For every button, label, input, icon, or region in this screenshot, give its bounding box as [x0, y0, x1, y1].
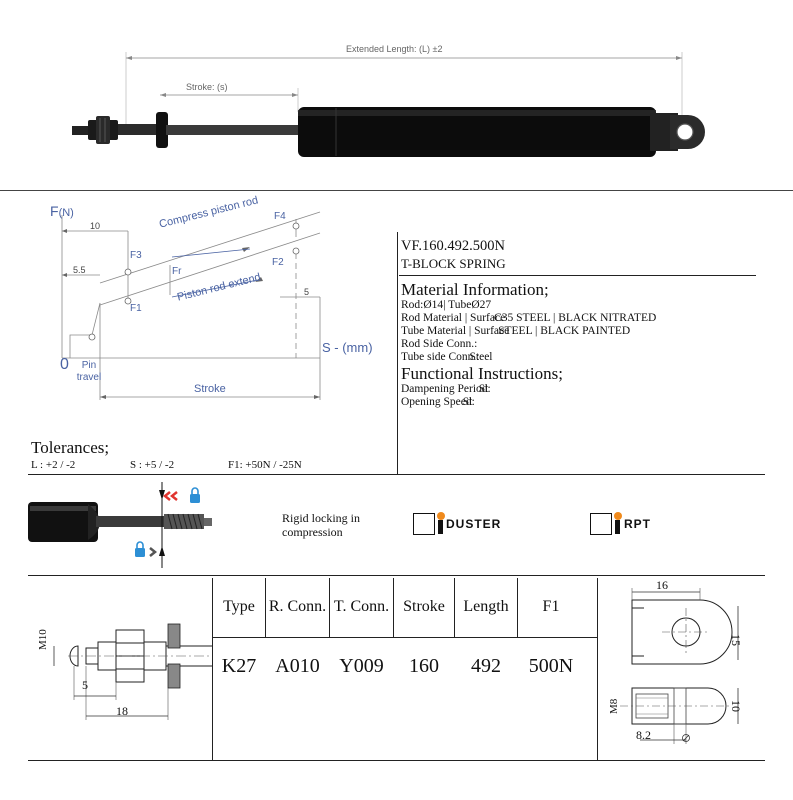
f3-label: F3: [130, 250, 142, 261]
rod-side-conn: Rod Side Conn.:: [401, 338, 478, 350]
table-header-type: Type: [223, 598, 255, 615]
dampening-value: St: [478, 383, 489, 395]
gas-spring-illustration: [72, 52, 705, 157]
rpt-checkbox[interactable]: [590, 513, 612, 535]
rpt-option-label: RPT: [624, 517, 651, 531]
rpt-dot-icon: [614, 512, 622, 520]
table-col-divider: [454, 578, 456, 638]
material-heading: Material Information;: [401, 280, 549, 299]
f1-label: F1: [130, 303, 142, 314]
rod-dim-5: 5: [82, 678, 88, 692]
opening-label: Opening Speed:: [401, 396, 475, 408]
table-cell-f1: 500N: [528, 655, 574, 677]
tube-material-value: STEEL | BLACK PAINTED: [498, 325, 631, 337]
table-cell-r-conn: A010: [275, 655, 320, 677]
table-col-divider: [265, 578, 267, 638]
table-col-divider: [393, 578, 395, 638]
rod-material-label: Rod Material | Surface: [401, 312, 506, 324]
functional-heading: Functional Instructions;: [401, 364, 563, 383]
tube-hole-label: 8.2: [636, 728, 651, 742]
table-cell-stroke: 160: [409, 655, 439, 677]
table-cell-length: 492: [471, 655, 501, 677]
tube-end-svg: [620, 588, 739, 744]
tolerance-stroke: S : +5 / -2: [130, 459, 175, 471]
tube-material-label: Tube Material | Surface: [401, 325, 510, 337]
product-code: VF.160.492.500N: [401, 238, 505, 254]
tube-thickness-label: 10: [729, 700, 743, 712]
f2-label: F2: [272, 257, 284, 268]
locking-illustration: [28, 480, 228, 570]
table-col-divider: [329, 578, 331, 638]
stroke-axis-label: Stroke: [194, 383, 226, 395]
dim-10: 10: [90, 221, 101, 231]
origin-label: 0: [60, 356, 69, 373]
dim-5: 5: [304, 287, 310, 297]
rod-dim-18: 18: [116, 704, 128, 718]
dim-5-5: 5.5: [73, 265, 86, 275]
stroke-dimension-label: Stroke: (s): [186, 82, 228, 92]
section-divider: [28, 474, 765, 476]
rod-material-row: Rod Material | Surface C35 STEEL | BLACK…: [401, 312, 656, 324]
table-header-f1: F1: [542, 598, 560, 615]
dampening-row: Dampening Period:St: [401, 383, 491, 395]
pin-travel-label: Pin travel: [76, 360, 102, 383]
top-spring-drawing: Extended Length: (L) ±2 Stroke: (s): [0, 0, 793, 190]
tube-end-drawing: 16 15 M8 10 8.2: [600, 578, 765, 758]
tube-side-conn-label: Tube side Conn.:: [401, 351, 480, 363]
fr-label: Fr: [172, 266, 182, 277]
tolerance-length: L : +2 / -2: [31, 459, 76, 471]
duster-dot-icon: [437, 512, 445, 520]
table-col-divider: [517, 578, 519, 638]
tube-width-label: 16: [656, 578, 668, 592]
rod-material-value: C35 STEEL | BLACK NITRATED: [494, 312, 657, 324]
product-type: T-BLOCK SPRING: [401, 256, 506, 271]
duster-option-label: DUSTER: [446, 517, 502, 531]
table-cell-type: K27: [221, 655, 257, 677]
duster-checkbox[interactable]: [413, 513, 435, 535]
rod-thread-label: M10: [37, 629, 49, 650]
opening-value: St: [462, 396, 473, 408]
table-header-r-conn: R. Conn.: [268, 598, 327, 615]
table-border: [597, 578, 599, 760]
table-header-t-conn: T. Conn.: [333, 598, 390, 615]
tube-side-conn-value: Steel: [469, 351, 493, 363]
y-axis-label: F: [50, 203, 59, 219]
force-diagram: F(N) S - (mm) 0 Pin travel Stroke 10 5.5…: [0, 194, 396, 410]
rod-line: Rod:Ø14| TubeØ27: [401, 299, 492, 311]
rod-end-svg: [53, 623, 213, 720]
tube-material-row: Tube Material | Surface STEEL | BLACK PA…: [401, 325, 630, 337]
section-divider: [28, 760, 765, 762]
info-divider: [397, 232, 399, 475]
tube-thread-label: M8: [608, 698, 620, 714]
table-border: [212, 578, 214, 760]
section-divider: [0, 190, 793, 191]
tolerance-force: F1: +50N / -25N: [228, 459, 302, 471]
locking-rod-svg: [28, 482, 212, 568]
rpt-bar-icon: [615, 520, 620, 534]
tube-side-conn-row: Tube side Conn.:Steel: [401, 351, 493, 363]
table-header-length: Length: [463, 598, 509, 615]
tube-height-label: 15: [729, 634, 743, 646]
locking-description: Rigid locking in compression: [282, 511, 360, 539]
rod-end-drawing: M10 5 18: [28, 600, 213, 730]
extended-length-label: Extended Length: (L) ±2: [346, 44, 443, 54]
force-curve-svg: [61, 211, 321, 400]
y-axis-unit: (N): [58, 207, 74, 219]
tolerances-heading: Tolerances;: [31, 438, 110, 457]
duster-bar-icon: [438, 520, 443, 534]
table-header-stroke: Stroke: [403, 598, 445, 615]
f4-label: F4: [274, 211, 286, 222]
x-axis-label: S - (mm): [322, 340, 373, 355]
opening-row: Opening Speed:St: [401, 396, 475, 408]
dampening-label: Dampening Period:: [401, 383, 491, 395]
table-header-divider: [212, 637, 597, 639]
table-cell-t-conn: Y009: [339, 655, 384, 677]
info-underline: [399, 275, 756, 277]
section-divider: [28, 575, 765, 577]
